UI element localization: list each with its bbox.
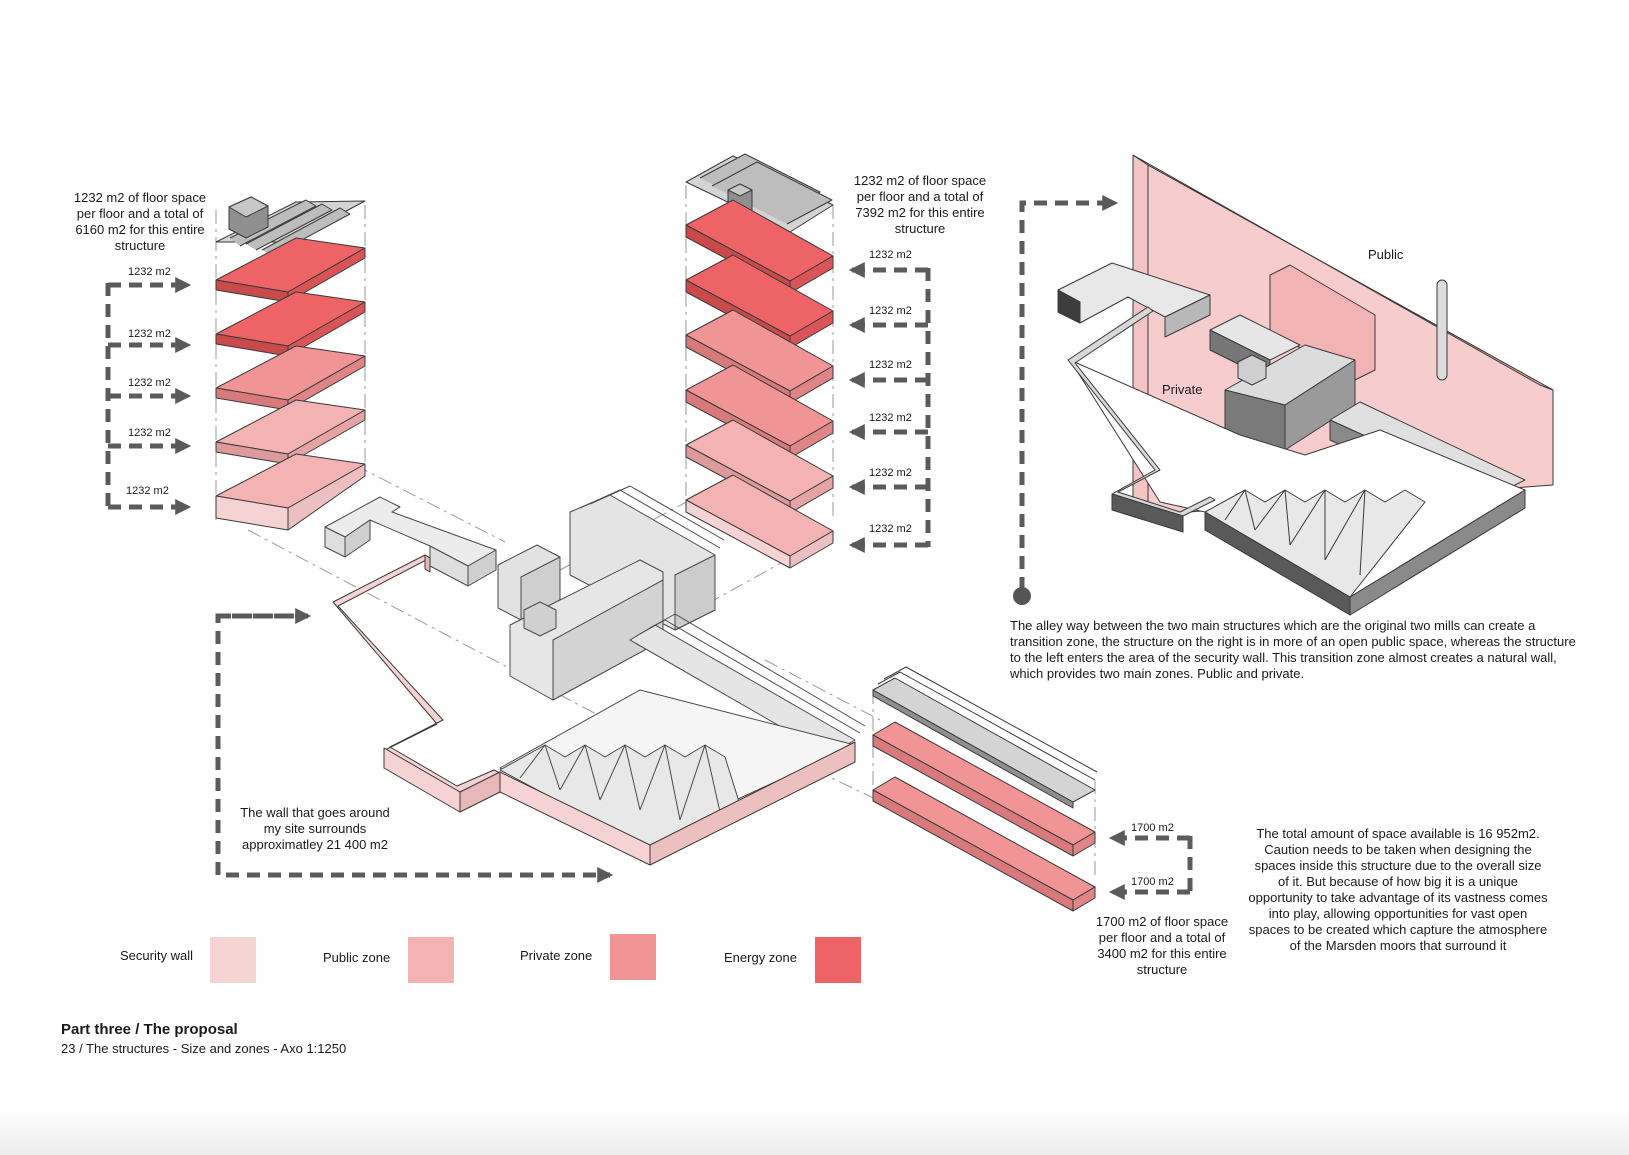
legend-label-security-wall: Security wall (120, 948, 193, 963)
left-tower (215, 196, 366, 531)
right-tower-floors (685, 199, 834, 569)
right-floor-label-4: 1232 m2 (869, 412, 912, 424)
inset-diagram (1057, 154, 1554, 616)
right-floor-label-1: 1232 m2 (869, 249, 912, 261)
legend-swatch-energy-zone (815, 937, 861, 983)
right-floor-label-6: 1232 m2 (869, 523, 912, 535)
legend-swatch-public-zone (408, 937, 454, 983)
inset-sawtooth (1204, 489, 1426, 598)
alley-annotation: The alley way between the two main struc… (1010, 618, 1576, 681)
long-floor-label-1: 1700 m2 (1131, 822, 1174, 834)
long-block-floors (872, 721, 1096, 912)
wall-annotation: The wall that goes around my site surrou… (240, 805, 390, 852)
inset-public-label: Public (1368, 247, 1404, 262)
inset-wall (1067, 306, 1526, 616)
left-floor-label-3: 1232 m2 (128, 377, 171, 389)
left-floor-label-5: 1232 m2 (126, 485, 169, 497)
central-site (324, 485, 866, 866)
l-shaped-building (324, 496, 497, 587)
legend-label-private-zone: Private zone (520, 948, 593, 963)
dashed-arrows (105, 194, 1193, 901)
inset-pointer-dot (1013, 587, 1031, 605)
long-block-annotation: 1700 m2 of floor space per floor and a t… (1095, 914, 1229, 977)
legend-label-public-zone: Public zone (323, 950, 391, 965)
right-floor-label-5: 1232 m2 (869, 467, 912, 479)
total-space-annotation: The total amount of space available is 1… (1248, 826, 1548, 953)
right-range (629, 613, 866, 756)
sawtooth-sheds (499, 744, 741, 851)
inset-bracket (1019, 194, 1119, 590)
page-subtitle: 23 / The structures - Size and zones - A… (61, 1041, 347, 1056)
inset-private-label: Private (1162, 382, 1203, 397)
long-block (872, 666, 1098, 912)
right-floor-label-3: 1232 m2 (869, 359, 912, 371)
right-tower (685, 153, 834, 569)
long-block-bracket (1108, 829, 1193, 901)
left-tower-bracket (105, 276, 192, 516)
left-tower-annotation: 1232 m2 of floor space per floor and a t… (73, 190, 207, 253)
page-title: Part three / The proposal (61, 1021, 238, 1038)
central-mills (497, 485, 725, 701)
security-wall (332, 554, 856, 866)
legend-swatch-security-wall (210, 937, 256, 983)
legend-label-energy-zone: Energy zone (724, 950, 797, 965)
wall-bracket (215, 607, 614, 884)
left-tower-floors (215, 237, 366, 531)
long-floor-label-2: 1700 m2 (1131, 876, 1174, 888)
right-tower-annotation: 1232 m2 of floor space per floor and a t… (853, 173, 987, 236)
legend-swatch-private-zone (610, 934, 656, 980)
left-floor-label-1: 1232 m2 (128, 266, 171, 278)
right-tower-roof (685, 153, 834, 233)
right-floor-label-2: 1232 m2 (869, 305, 912, 317)
left-floor-label-4: 1232 m2 (128, 427, 171, 439)
long-block-roof (872, 666, 1098, 809)
right-tower-bracket (848, 261, 931, 554)
left-floor-label-2: 1232 m2 (128, 328, 171, 340)
footer-fade (0, 1110, 1629, 1155)
